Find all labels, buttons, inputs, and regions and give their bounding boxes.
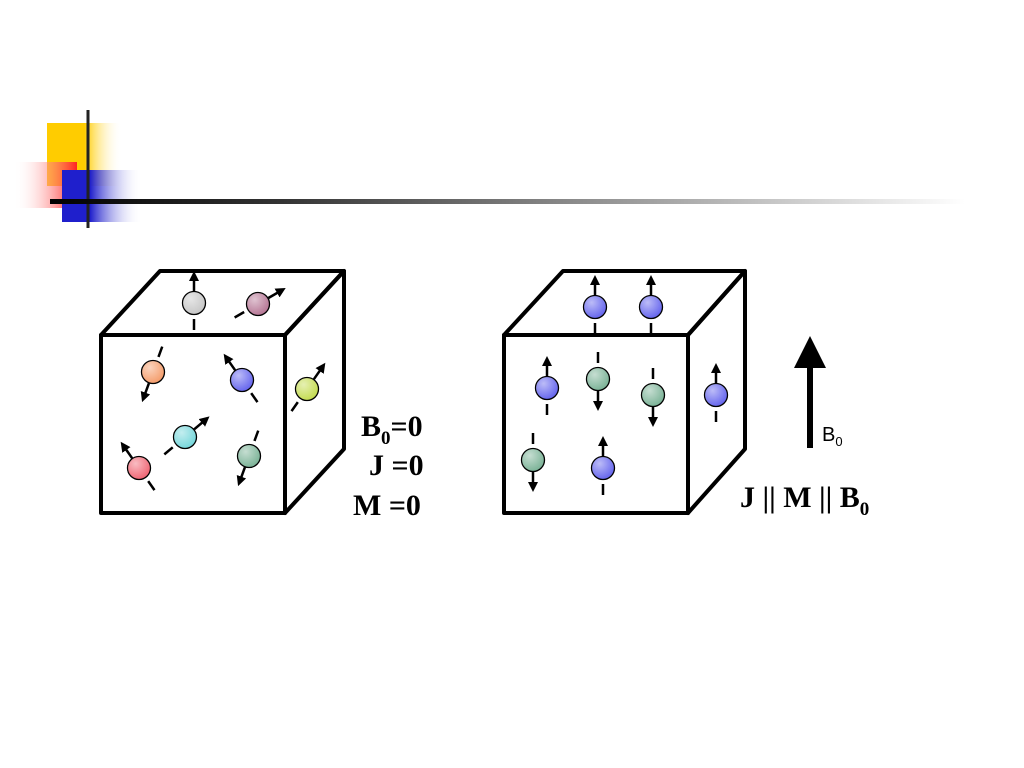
spin-ball-shine xyxy=(522,449,544,471)
spin-particle xyxy=(582,275,608,334)
label-b0-zero: B0=0 xyxy=(361,410,423,449)
spin-ball-shine xyxy=(174,426,196,448)
spin-arrow xyxy=(193,416,210,431)
spin-particle xyxy=(140,346,166,403)
spin-particle xyxy=(638,275,664,334)
spin-ball-shine xyxy=(238,445,260,467)
spin-particle xyxy=(520,433,546,492)
spin-ball-shine xyxy=(587,368,609,390)
spin-ball-shine xyxy=(128,457,150,479)
header-decoration xyxy=(14,110,965,228)
spin-ball-shine xyxy=(142,361,164,383)
cube-random-front xyxy=(99,333,287,515)
spin-arrow xyxy=(312,362,326,380)
spin-particle xyxy=(534,356,560,415)
b0-field-arrow xyxy=(794,336,826,448)
cube-aligned xyxy=(502,269,747,515)
spin-particle xyxy=(585,352,611,411)
label-parallel: J || M || B0 xyxy=(740,481,869,520)
spin-arrow xyxy=(140,382,151,403)
spin-particle xyxy=(236,430,262,487)
cube-aligned-front xyxy=(502,333,690,515)
spin-particle xyxy=(163,416,210,456)
spin-ball-shine xyxy=(642,384,664,406)
spin-tail xyxy=(233,310,245,319)
spin-tail xyxy=(147,480,156,491)
spin-particle xyxy=(223,353,259,403)
spin-tail xyxy=(290,401,299,412)
spin-particle xyxy=(290,362,326,412)
spin-particle xyxy=(120,441,156,491)
spin-ball-shine xyxy=(592,457,614,479)
cube-aligned-top xyxy=(502,269,747,337)
cube-random-side xyxy=(283,269,346,515)
spin-ball-shine xyxy=(705,384,727,406)
spin-ball-shine xyxy=(536,377,558,399)
spin-ball-shine xyxy=(183,292,205,314)
cube-random xyxy=(99,269,346,515)
spin-particle xyxy=(233,288,286,319)
spin-tail xyxy=(163,446,174,456)
spin-tail xyxy=(253,430,260,442)
spin-arrow xyxy=(223,353,237,371)
label-j-zero: J =0 xyxy=(369,449,424,482)
spin-arrow xyxy=(236,466,247,487)
spin-particle xyxy=(703,363,729,422)
spin-group xyxy=(120,271,729,495)
label-m-zero: M =0 xyxy=(353,489,421,522)
blue-square xyxy=(62,170,142,222)
label-b0-arrow: B0 xyxy=(822,424,843,449)
cube-aligned-side xyxy=(686,269,747,515)
spin-ball-shine xyxy=(247,293,269,315)
spin-particle xyxy=(181,271,207,330)
spin-tail xyxy=(157,346,164,358)
header-rule xyxy=(50,199,965,204)
cube-random-top xyxy=(99,269,346,337)
spin-ball-shine xyxy=(584,296,606,318)
spin-ball-shine xyxy=(296,378,318,400)
spin-tail xyxy=(250,392,259,403)
spin-particle xyxy=(640,368,666,427)
spin-ball-shine xyxy=(640,296,662,318)
spin-particle xyxy=(590,436,616,495)
spin-arrow xyxy=(267,288,286,300)
spin-ball-shine xyxy=(231,369,253,391)
spin-arrow xyxy=(120,441,134,459)
